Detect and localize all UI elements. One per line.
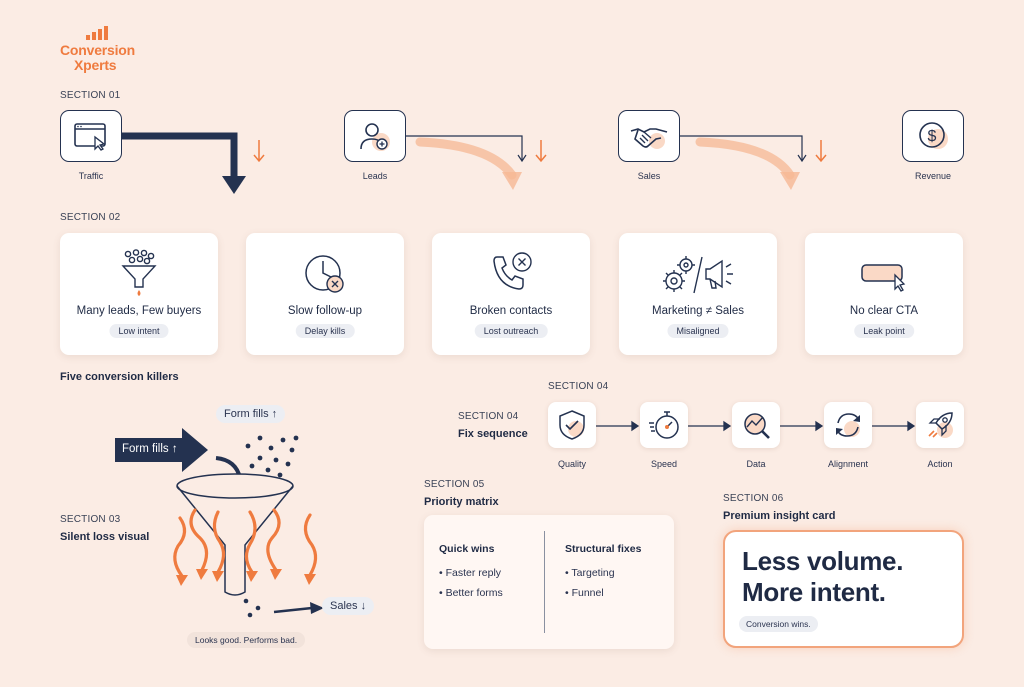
killer-card-low-intent: Many leads, Few buyers Low intent — [60, 233, 218, 355]
phone-x-icon — [493, 252, 532, 290]
insight-line2: More intent. — [742, 577, 886, 607]
killer-title: No clear CTA — [849, 305, 919, 317]
shield-check-icon — [559, 410, 585, 440]
user-add-icon — [360, 123, 390, 151]
killer-title: Marketing ≠ Sales — [652, 305, 744, 317]
section04-label: SECTION 04 — [458, 411, 519, 422]
logo-line2: Xperts — [74, 57, 117, 73]
matrix-divider — [544, 531, 545, 633]
killer-card-broken-contacts: Broken contacts Lost outreach — [432, 233, 590, 355]
killer-tag: Delay kills — [295, 324, 355, 338]
stage-revenue-box: $ — [902, 110, 964, 162]
step-alignment-label: Alignment — [827, 459, 869, 469]
logo-line1: Conversion — [60, 42, 136, 58]
form-fills-in-label: Form fills ↑ — [122, 443, 178, 455]
section03-label: SECTION 03 — [60, 514, 121, 525]
quick-wins-item: • Better forms — [439, 587, 503, 599]
structural-fixes-item: • Funnel — [565, 587, 604, 599]
stage-traffic-label: Traffic — [78, 171, 104, 181]
section06-title: Premium insight card — [723, 510, 836, 522]
rocket-icon — [928, 412, 953, 438]
step-data-label: Data — [746, 459, 766, 469]
silent-loss-footer: Looks good. Performs bad. — [187, 632, 306, 648]
clock-x-icon — [305, 255, 344, 293]
section05-label: SECTION 05 — [424, 479, 485, 490]
step-quality-label: Quality — [557, 459, 586, 469]
dollar-coin-icon: $ — [919, 122, 948, 149]
browser-cursor-icon — [74, 123, 106, 151]
premium-insight-card: Less volume. More intent. Conversion win… — [723, 530, 964, 648]
step-data-box — [732, 402, 780, 448]
quick-wins-heading: Quick wins — [439, 543, 495, 555]
section05-title: Priority matrix — [424, 496, 499, 508]
stage-revenue-label: Revenue — [914, 171, 952, 181]
insight-headline: Less volume. More intent. — [742, 546, 903, 608]
step-speed-box — [640, 402, 688, 448]
section04-label-top: SECTION 04 — [548, 381, 609, 392]
fix-sequence-arrows — [596, 420, 916, 432]
button-cursor-icon — [861, 264, 906, 292]
killer-tag: Leak point — [854, 324, 914, 338]
killer-card-no-cta: No clear CTA Leak point — [805, 233, 963, 355]
step-action-label: Action — [927, 459, 953, 469]
step-alignment-box — [824, 402, 872, 448]
step-quality-box — [548, 402, 596, 448]
stage-leads-label: Leads — [362, 171, 388, 181]
structural-fixes-item: • Targeting — [565, 567, 615, 579]
step-speed-label: Speed — [650, 459, 678, 469]
killer-tag: Misaligned — [667, 324, 729, 338]
silent-loss-funnel-graphic — [115, 428, 324, 618]
priority-matrix: Quick wins • Faster reply • Better forms… — [424, 515, 674, 649]
section02-caption: Five conversion killers — [60, 371, 179, 383]
sync-arrows-icon — [836, 413, 860, 437]
form-fills-top-pill: Form fills ↑ — [216, 405, 286, 423]
killer-card-misaligned: Marketing ≠ Sales Misaligned — [619, 233, 777, 355]
flow-connectors — [122, 132, 827, 194]
step-action-box — [916, 402, 964, 448]
section03-title: Silent loss visual — [60, 531, 150, 543]
bar-chart-logo-icon — [86, 26, 108, 40]
stage-leads-box — [344, 110, 406, 162]
killer-title: Many leads, Few buyers — [76, 305, 202, 317]
section06-label: SECTION 06 — [723, 493, 784, 504]
stopwatch-icon — [649, 411, 679, 439]
structural-fixes-heading: Structural fixes — [565, 543, 642, 555]
killer-title: Broken contacts — [469, 305, 553, 317]
section04-title: Fix sequence — [458, 428, 528, 440]
funnel-icon — [121, 249, 157, 296]
section01-label: SECTION 01 — [60, 90, 121, 101]
stage-sales-box — [618, 110, 680, 162]
insight-tag: Conversion wins. — [739, 616, 818, 632]
insight-line1: Less volume. — [742, 546, 904, 576]
stage-traffic-box — [60, 110, 122, 162]
chart-magnifier-icon — [744, 413, 770, 439]
killer-tag: Lost outreach — [474, 324, 548, 338]
quick-wins-item: • Faster reply — [439, 567, 502, 579]
sales-down-pill: Sales ↓ — [322, 597, 375, 615]
killer-title: Slow follow-up — [287, 305, 363, 317]
handshake-icon — [630, 128, 668, 149]
gears-megaphone-icon — [663, 256, 733, 294]
svg-text:$: $ — [928, 128, 937, 145]
stage-sales-label: Sales — [637, 171, 661, 181]
killer-card-slow-follow-up: Slow follow-up Delay kills — [246, 233, 404, 355]
section02-label: SECTION 02 — [60, 212, 121, 223]
killer-tag: Low intent — [109, 324, 169, 338]
